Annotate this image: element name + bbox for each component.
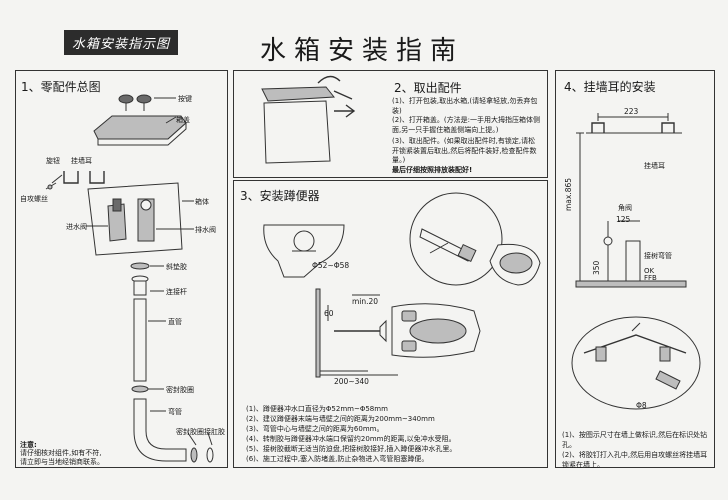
parts-label-1: 箱盖 <box>176 116 190 124</box>
angle-valve-label: 角阀 <box>618 204 632 212</box>
pipe-height-dim: 350 <box>592 260 601 275</box>
center-distance-dim: 60 <box>324 309 334 318</box>
bend-pipe-icon <box>133 398 214 463</box>
squat-step-4: (5)、接树胶截断无适当防迫盘,把接树胶接好,插入蹲便器冲水孔里。 <box>246 445 457 453</box>
parts-label-2: 箱体 <box>195 198 209 206</box>
straight-pipe-icon <box>131 298 166 393</box>
parts-note-line-1: 请立即与当地经销商联系。 <box>20 458 104 466</box>
tank-open-icon <box>261 75 356 164</box>
squat-pan-section-icon <box>263 224 345 278</box>
parts-panel: 1、零配件总图 <box>15 70 228 468</box>
wall-step-1: (2)、将胶钉打入孔中,然后用自攻螺丝将挂墙耳锁紧在墙上。 <box>562 451 708 469</box>
squat-drawing <box>263 192 541 378</box>
wall-ear-detail-icon <box>571 316 701 410</box>
parts-label-7: 自攻螺丝 <box>20 195 48 203</box>
ffb-label: FFB <box>644 274 657 282</box>
ok-label: OK <box>644 267 655 275</box>
parts-label-12: 弯管 <box>168 408 182 416</box>
remove-step-2: (3)、取出配件。(如果取出配件时,有锁定,请松开锁紧装置后取出,然后将配件装好… <box>392 137 537 164</box>
parts-note-title: 注意: <box>20 441 37 449</box>
parts-label-14: 接肛胶 <box>204 428 225 436</box>
lid-icon <box>93 115 187 146</box>
parts-label-13: 密封胶圈 <box>176 428 204 436</box>
squat-step-3: (4)、转制胶与蹲便器冲水端口保留约20mm的距离,以免冲水受阻。 <box>246 435 456 443</box>
parts-note-line-0: 请仔细核对组件,如有不符, <box>20 449 102 457</box>
parts-title: 1、零配件总图 <box>21 80 101 94</box>
wall-step-0: (1)、按图示尺寸在墙上做标识,然后在标识处钻孔。 <box>562 431 708 449</box>
wall-ear-drawing <box>571 113 701 410</box>
min-distance-dim: min.20 <box>352 297 379 306</box>
page-title: 水箱安装指南 <box>260 36 465 66</box>
parts-label-9: 连接杆 <box>166 288 187 296</box>
squat-step-5: (6)、施工过程中,塞入防堵盖,防止杂物进入弯管阻塞蹲便。 <box>246 455 429 463</box>
bend-pipe-label: 接树弯管 <box>644 252 672 260</box>
parts-label-0: 按键 <box>178 95 192 103</box>
remove-step-1: (2)、打开箱盖。(方法是:一手用大拇指压箱体侧面,另一只手握住箱盖侧端向上提。… <box>392 116 541 134</box>
squat-step-0: (1)、蹲便器冲水口直径为Φ52mm~Φ58mm <box>246 405 388 413</box>
wall-ear-label: 挂墙耳 <box>644 162 665 170</box>
parts-label-10: 直管 <box>168 318 182 326</box>
header-tag: 水箱安装指示图 <box>64 30 179 55</box>
squat-step-2: (3)、弯管中心与墙壁之间的距离为60mm。 <box>246 425 384 433</box>
angle-dim: 125 <box>616 215 631 224</box>
wall-ear-title: 4、挂墙耳的安装 <box>564 80 656 94</box>
remove-step-0: (1)、打开包装,取出水箱,(请轻拿轻放,勿丢弃包装) <box>392 97 538 115</box>
remove-step-3: 最后仔细按照排放装配好! <box>392 166 473 174</box>
parts-label-5: 旋钮 <box>46 157 60 165</box>
gasket-icon <box>130 262 164 296</box>
pan-distance-dim: 200~340 <box>334 377 369 386</box>
squat-step-1: (2)、建议蹲便器末端与墙壁之间的距离为200mm~340mm <box>246 415 435 423</box>
drill-dim: Φ8 <box>636 401 647 410</box>
parts-label-4: 进水阀 <box>66 223 87 231</box>
squat-pan-icon <box>489 243 541 286</box>
remove-title: 2、取出配件 <box>394 81 462 95</box>
squat-panel: 3、安装蹲便器 <box>233 180 548 468</box>
button-icon <box>118 94 176 111</box>
squat-title: 3、安装蹲便器 <box>240 189 320 203</box>
wall-ear-icon <box>45 171 105 190</box>
parts-label-11: 密封胶圈 <box>166 386 194 394</box>
floor-layout-icon <box>315 288 481 378</box>
wall-ear-panel: 4、挂墙耳的安装 223 max.865 125 350 Φ8 挂墙耳 <box>555 70 715 469</box>
width-dim: 223 <box>624 107 639 116</box>
tank-icon <box>86 182 194 256</box>
pipe-diameter-dim: Φ52~Φ58 <box>312 261 350 270</box>
wall-elevation-icon <box>575 113 687 288</box>
parts-label-6: 挂墙耳 <box>71 157 92 165</box>
remove-drawing <box>261 75 356 164</box>
height-dim: max.865 <box>564 177 573 211</box>
remove-panel: 2、取出配件 (1)、打开包装,取出水箱,(请轻拿轻放,勿丢弃包装) (2)、打… <box>233 70 548 178</box>
parts-drawing <box>45 94 214 463</box>
pipe-connect-detail-icon <box>409 192 503 286</box>
parts-label-3: 排水阀 <box>195 226 216 234</box>
parts-label-8: 斜垫胶 <box>166 263 187 271</box>
